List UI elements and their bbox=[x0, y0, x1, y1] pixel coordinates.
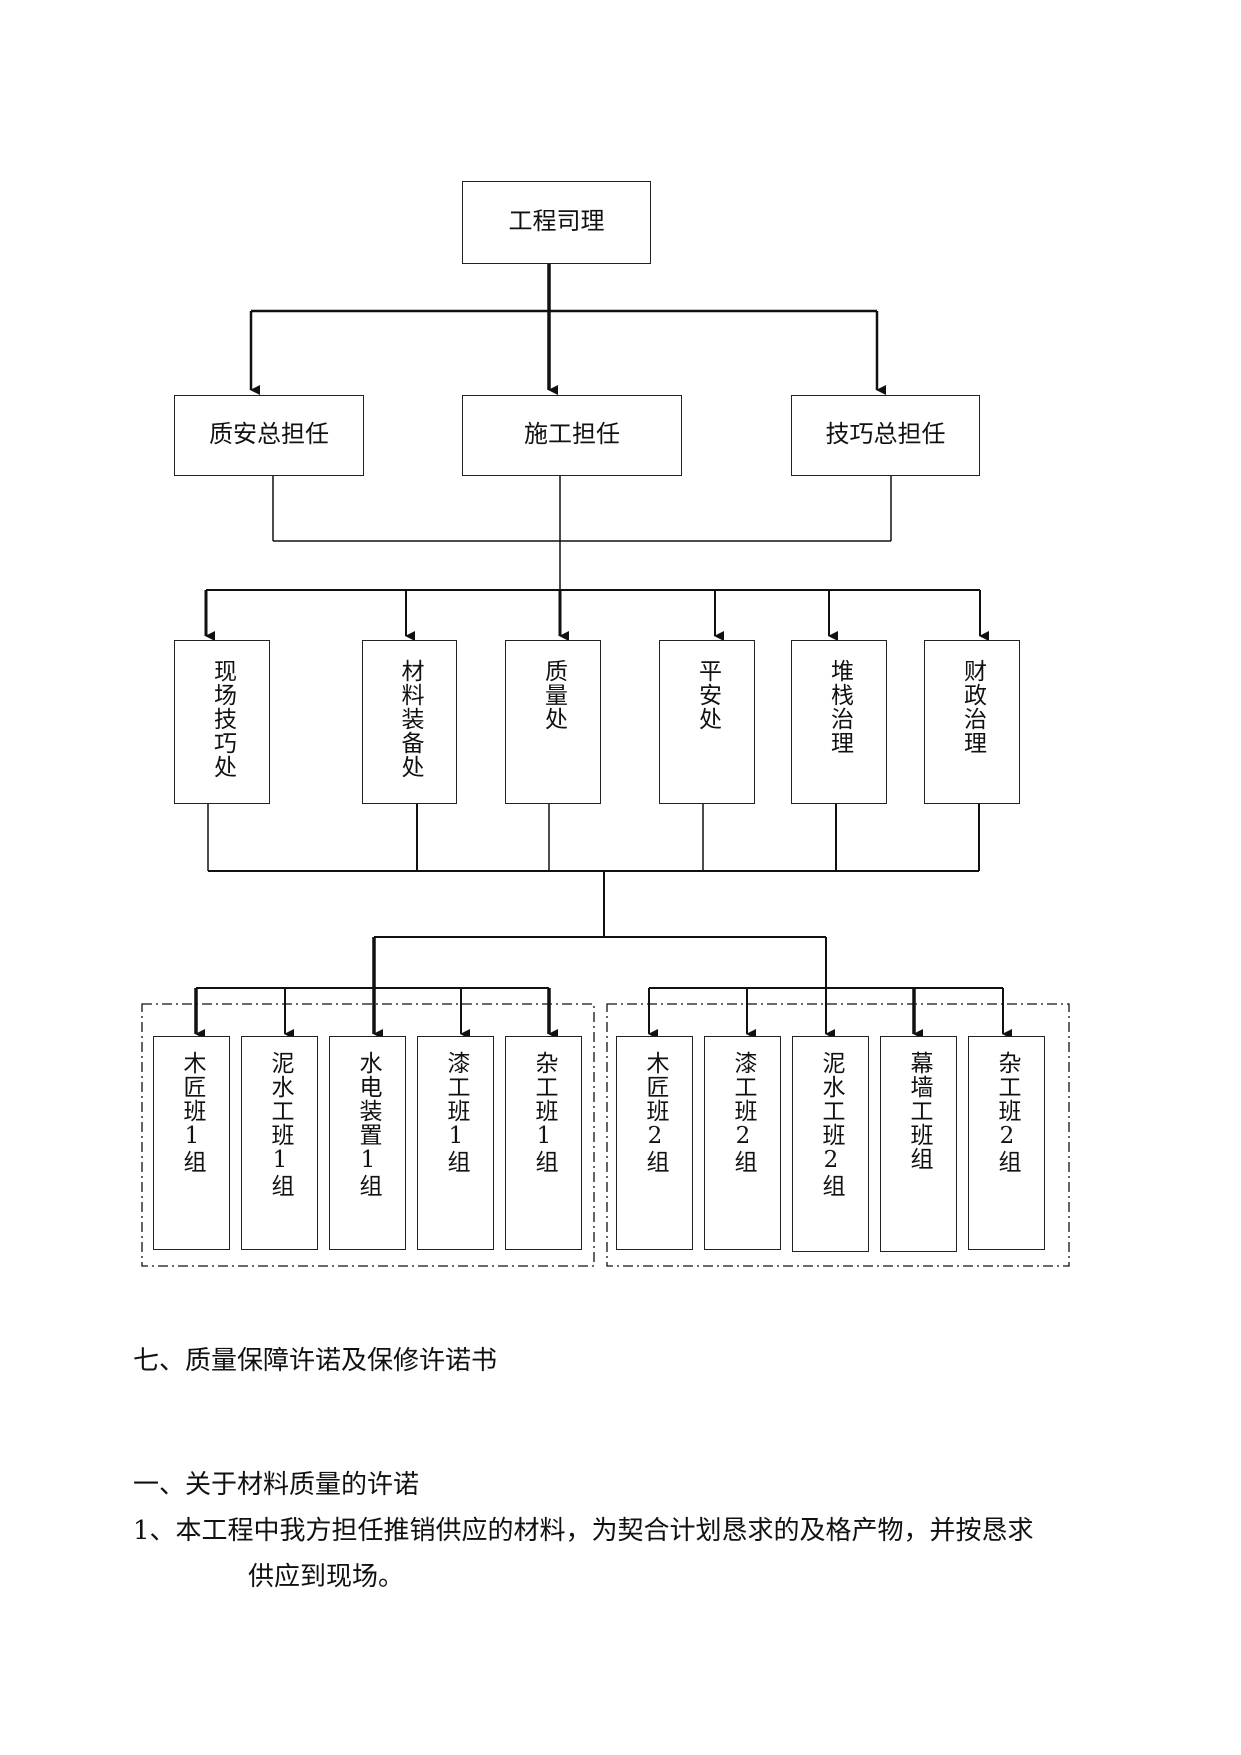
paragraph-line: 供应到现场。 bbox=[248, 1562, 405, 1592]
team-group-1-frame bbox=[141, 1003, 595, 1267]
team-label: 木匠班2组 bbox=[642, 1051, 668, 1174]
team-label: 幕墙工班组 bbox=[906, 1051, 932, 1171]
department-label: 平安处 bbox=[694, 659, 721, 731]
org-node-team: 杂工班2组 bbox=[968, 1036, 1045, 1250]
org-node-top: 工程司理 bbox=[462, 181, 651, 264]
org-node-team: 漆工班2组 bbox=[704, 1036, 781, 1250]
org-node-manager: 施工担任 bbox=[462, 395, 682, 476]
subheading: 一、关于材料质量的许诺 bbox=[133, 1470, 420, 1500]
org-node-department: 质量处 bbox=[505, 640, 601, 804]
team-label: 杂工班1组 bbox=[531, 1051, 557, 1174]
team-label: 泥水工班2组 bbox=[818, 1051, 844, 1198]
department-label: 堆栈治理 bbox=[826, 659, 853, 755]
team-label: 木匠班1组 bbox=[179, 1051, 205, 1174]
org-node-manager: 质安总担任 bbox=[174, 395, 364, 476]
org-node-department: 平安处 bbox=[659, 640, 755, 804]
team-group-2-frame bbox=[606, 1003, 1070, 1267]
org-node-team: 木匠班1组 bbox=[153, 1036, 230, 1250]
paragraph-line: 1、本工程中我方担任推销供应的材料，为契合计划恳求的及格产物，并按恳求 bbox=[133, 1516, 1034, 1546]
org-node-department: 财政治理 bbox=[924, 640, 1020, 804]
department-label: 质量处 bbox=[540, 659, 567, 731]
team-label: 泥水工班1组 bbox=[267, 1051, 293, 1198]
org-node-manager: 技巧总担任 bbox=[791, 395, 980, 476]
org-node-team: 木匠班2组 bbox=[616, 1036, 693, 1250]
org-node-team: 泥水工班1组 bbox=[241, 1036, 318, 1250]
org-node-team: 泥水工班2组 bbox=[792, 1036, 869, 1252]
org-node-department: 材料装备处 bbox=[362, 640, 457, 804]
team-label: 漆工班2组 bbox=[730, 1051, 756, 1174]
org-node-team: 水电装置1组 bbox=[329, 1036, 406, 1250]
org-chart: 工程司理 质安总担任 施工担任 技巧总担任 现场技巧处 材料装备处 质量处 平安… bbox=[141, 181, 1070, 1267]
connector-lines bbox=[141, 264, 1070, 1267]
team-label: 漆工班1组 bbox=[443, 1051, 469, 1174]
org-node-department: 现场技巧处 bbox=[174, 640, 270, 804]
org-node-team: 杂工班1组 bbox=[505, 1036, 582, 1250]
team-label: 水电装置1组 bbox=[355, 1051, 381, 1198]
org-node-department: 堆栈治理 bbox=[791, 640, 887, 804]
section-heading: 七、质量保障许诺及保修许诺书 bbox=[133, 1346, 498, 1376]
department-label: 现场技巧处 bbox=[209, 659, 236, 779]
department-label: 材料装备处 bbox=[397, 659, 423, 779]
org-node-team: 幕墙工班组 bbox=[880, 1036, 957, 1252]
department-label: 财政治理 bbox=[959, 659, 986, 755]
org-node-team: 漆工班1组 bbox=[417, 1036, 494, 1250]
team-label: 杂工班2组 bbox=[994, 1051, 1020, 1174]
